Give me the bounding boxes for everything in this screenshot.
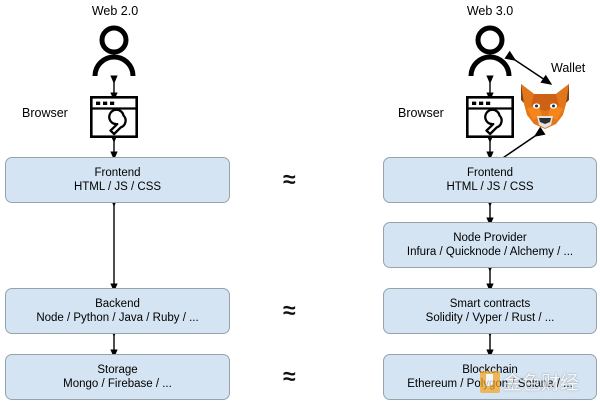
box-subtitle: HTML / JS / CSS xyxy=(446,181,534,193)
box-subtitle: HTML / JS / CSS xyxy=(73,181,162,193)
column-title-web3: Web 3.0 xyxy=(466,4,514,18)
box-title: Blockchain xyxy=(462,363,518,376)
browser-window-wrench-icon xyxy=(466,96,514,138)
box-title: Backend xyxy=(95,297,140,310)
browser-label-right: Browser xyxy=(398,106,444,120)
box-right-frontend[interactable]: Frontend HTML / JS / CSS xyxy=(383,157,597,203)
box-subtitle: Solidity / Vyper / Rust / ... xyxy=(425,312,555,324)
box-title: Frontend xyxy=(94,166,141,179)
box-right-smart-contracts[interactable]: Smart contracts Solidity / Vyper / Rust … xyxy=(383,288,597,334)
box-subtitle: Mongo / Firebase / ... xyxy=(63,378,172,390)
box-title: Smart contracts xyxy=(449,297,531,310)
metamask-fox-icon xyxy=(521,84,569,129)
box-subtitle: Infura / Quicknode / Alchemy / ... xyxy=(406,246,574,258)
wallet-label: Wallet xyxy=(551,61,586,75)
column-title-web2: Web 2.0 xyxy=(91,4,139,18)
box-subtitle: Node / Python / Java / Ruby / ... xyxy=(36,312,199,324)
watermark-text: 金色财经 xyxy=(503,372,580,394)
browser-label-left: Browser xyxy=(22,106,68,120)
box-left-frontend[interactable]: Frontend HTML / JS / CSS xyxy=(5,157,230,203)
box-title: Frontend xyxy=(466,166,514,179)
equivalence-symbol-storage: ≈ xyxy=(283,363,296,389)
equivalence-symbol-frontend: ≈ xyxy=(283,166,296,192)
watermark: 金色财经 xyxy=(480,368,579,395)
box-right-node-provider[interactable]: Node Provider Infura / Quicknode / Alche… xyxy=(383,222,597,268)
user-icon xyxy=(92,25,136,76)
browser-window-wrench-icon xyxy=(90,96,138,138)
equivalence-symbol-backend: ≈ xyxy=(283,297,296,323)
box-left-backend[interactable]: Backend Node / Python / Java / Ruby / ..… xyxy=(5,288,230,334)
user-icon xyxy=(468,25,512,76)
box-title: Node Provider xyxy=(453,231,527,244)
box-title: Storage xyxy=(97,363,138,376)
box-left-storage[interactable]: Storage Mongo / Firebase / ... xyxy=(5,354,230,400)
watermark-logo-icon xyxy=(480,370,500,393)
